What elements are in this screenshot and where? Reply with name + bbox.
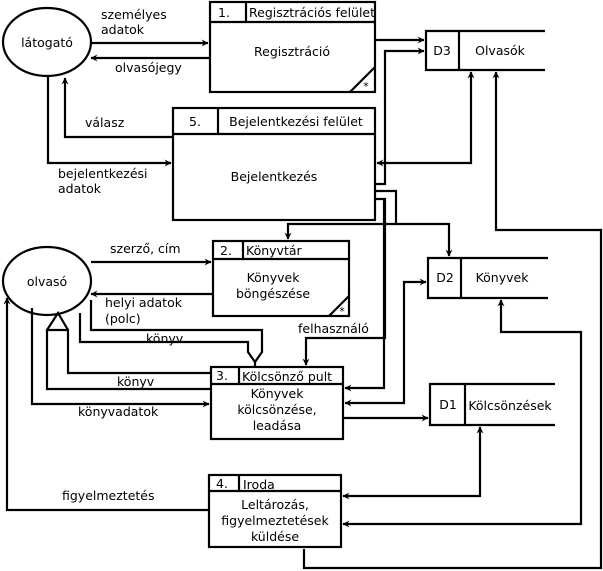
multiple-instance-marker: * — [339, 305, 345, 318]
flow-loans-to-office — [342, 426, 484, 500]
flow-szemelyes-adatok: személyes adatok — [91, 7, 209, 47]
process-name-line-2: böngészése — [236, 286, 310, 301]
flow-label: figyelmeztetés — [62, 488, 155, 503]
flow-figyelmeztetes: figyelmeztetés — [3, 297, 209, 512]
flow-szerzo-cim: szerző, cím — [91, 241, 212, 266]
process-name-line-2: kölcsönzése, — [237, 402, 316, 417]
flow-olvasojegy: olvasójegy — [90, 54, 210, 75]
entity-latogato-label: látogató — [21, 35, 73, 50]
flow-valasz: válasz — [61, 77, 173, 139]
datastore-id: D2 — [436, 270, 454, 285]
flow-bejelentkezesi-adatok: bejelentkezési adatok — [46, 76, 172, 196]
process-location: Iroda — [243, 477, 275, 492]
datastore-name: Kölcsönzések — [468, 398, 552, 413]
process-location: Könyvtár — [246, 243, 303, 258]
flow-label: könyv — [117, 374, 155, 389]
flow-konyv-to-desk: könyv — [78, 300, 264, 367]
datastore-id: D3 — [433, 43, 451, 58]
flow-bejelentkezes-to-desk — [344, 199, 386, 392]
datastore-d3-olvasok[interactable]: D3 Olvasók — [424, 29, 545, 72]
flow-label: válasz — [85, 115, 125, 130]
process-name: Bejelentkezés — [231, 169, 318, 184]
process-2-library[interactable]: 2. Könyvtár Könyvek böngészése * — [211, 239, 351, 318]
flow-label-line-1: helyi adatok — [105, 295, 183, 310]
datastore-name: Könyvek — [476, 270, 530, 285]
datastore-d2-konyvek[interactable]: D2 Könyvek — [426, 256, 548, 300]
flow-label-line-1: személyes — [101, 7, 167, 22]
process-1-registration[interactable]: 1. Regisztrációs felület Regisztráció * — [208, 0, 377, 94]
datastore-d1-kolcsonzesek[interactable]: D1 Kölcsönzések — [428, 382, 555, 427]
flow-label: felhasználó — [298, 321, 369, 336]
flow-label: könyvadatok — [78, 404, 159, 419]
process-name-line-3: leadása — [253, 418, 302, 433]
entity-olvaso[interactable]: olvasó — [1, 245, 93, 317]
flow-label-line-2: (polc) — [105, 311, 141, 326]
process-name-line-1: Könyvek — [247, 270, 301, 285]
flow-olvasok-to-login — [376, 71, 475, 167]
flow-label-line-1: bejelentkezési — [58, 166, 148, 181]
process-name-line-2: figyelmeztetések — [221, 513, 329, 528]
process-number: 1. — [218, 5, 230, 20]
process-5-login[interactable]: 5. Bejelentkezési felület Bejelentkezés — [171, 106, 377, 222]
entity-olvaso-label: olvasó — [27, 274, 67, 289]
flow-helyi-adatok: helyi adatok (polc) — [90, 290, 213, 326]
process-name-line-3: küldése — [251, 529, 299, 544]
process-3-lending-desk[interactable]: 3. Kölcsönző pult Könyvek kölcsönzése, l… — [209, 365, 345, 441]
process-location: Regisztrációs felület — [249, 5, 375, 20]
datastore-id: D1 — [439, 397, 457, 412]
flow-label: olvasójegy — [115, 60, 182, 75]
entity-latogato[interactable]: látogató — [1, 6, 93, 78]
datastore-name: Olvasók — [475, 43, 526, 58]
process-location: Bejelentkezési felület — [229, 114, 363, 129]
process-name-line-1: Leltározás, — [241, 497, 309, 512]
process-number: 3. — [216, 368, 228, 383]
process-number: 2. — [220, 243, 232, 258]
process-4-office[interactable]: 4. Iroda Leltározás, figyelmeztetések kü… — [207, 473, 343, 549]
flow-books-to-office — [342, 299, 583, 528]
flow-konyv-to-reader: könyv — [45, 310, 211, 391]
flow-konyvadatok: könyvadatok — [30, 308, 210, 419]
process-name-line-1: Könyvek — [251, 386, 305, 401]
process-number: 4. — [216, 476, 228, 491]
flow-label: könyv — [146, 331, 184, 346]
flow-label-line-2: adatok — [58, 181, 102, 196]
flow-iroda-to-olvasok — [302, 71, 603, 570]
process-number: 5. — [189, 114, 201, 129]
flow-label-line-2: adatok — [101, 22, 145, 37]
multiple-instance-marker: * — [363, 80, 369, 93]
process-name: Regisztráció — [254, 44, 330, 59]
flow-login-to-library-and-books — [284, 189, 453, 257]
process-location: Kölcsönző pult — [242, 369, 332, 384]
flow-label: szerző, cím — [110, 241, 181, 256]
